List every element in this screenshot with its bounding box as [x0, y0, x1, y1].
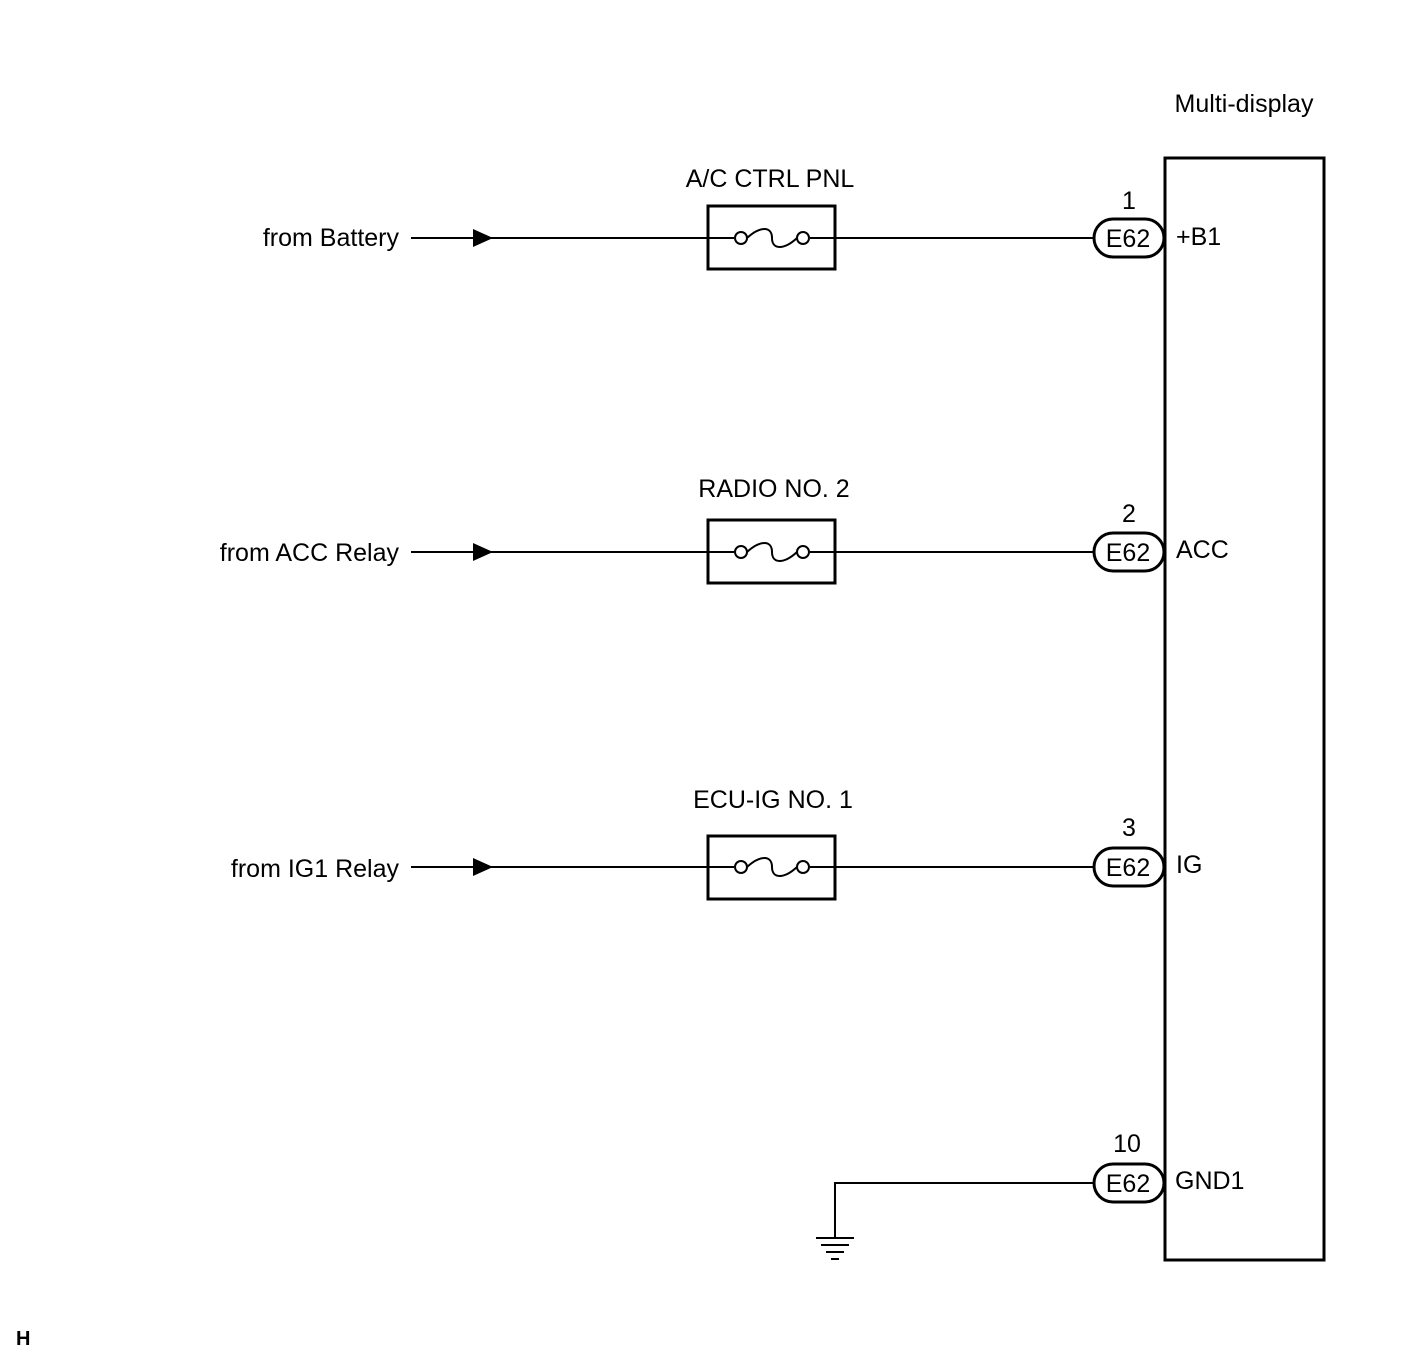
ground-icon [816, 1237, 854, 1260]
fuse-label: A/C CTRL PNL [686, 165, 855, 193]
source-label: from ACC Relay [220, 539, 400, 567]
corner-mark: H [16, 1328, 30, 1350]
module-box [1163, 156, 1326, 1262]
arrow-icon [473, 229, 493, 247]
fuse-label: RADIO NO. 2 [698, 475, 849, 503]
ground-circuit: 10 E62 GND1 [816, 1130, 1244, 1260]
pin-number: 2 [1122, 500, 1136, 528]
fuse-label: ECU-IG NO. 1 [693, 786, 853, 814]
pin-number: 3 [1122, 814, 1136, 842]
pin-number: 10 [1113, 1130, 1141, 1158]
terminal-label: +B1 [1176, 223, 1221, 251]
circuit-2: from ACC Relay RADIO NO. 2 2 E62 ACC [220, 475, 1229, 585]
connector-label: E62 [1106, 854, 1150, 882]
fuse-icon [706, 834, 837, 901]
connector-icon: E62 [1092, 217, 1166, 259]
terminal-label: GND1 [1175, 1167, 1244, 1195]
circuit-1: from Battery A/C CTRL PNL 1 E62 +B1 [263, 165, 1221, 271]
terminal-label: ACC [1176, 536, 1229, 564]
fuse-icon [706, 518, 837, 585]
pin-number: 1 [1122, 187, 1136, 215]
arrow-icon [473, 858, 493, 876]
ground-wire [834, 1182, 1094, 1238]
connector-icon: E62 [1092, 846, 1166, 888]
circuit-3: from IG1 Relay ECU-IG NO. 1 3 E62 IG [231, 786, 1202, 901]
connector-icon: E62 [1092, 1162, 1166, 1204]
source-label: from Battery [263, 224, 400, 252]
terminal-label: IG [1176, 851, 1202, 879]
connector-icon: E62 [1092, 531, 1166, 573]
connector-label: E62 [1106, 1170, 1150, 1198]
source-label: from IG1 Relay [231, 855, 400, 883]
connector-label: E62 [1106, 225, 1150, 253]
fuse-icon [706, 204, 837, 271]
arrow-icon [473, 543, 493, 561]
connector-label: E62 [1106, 539, 1150, 567]
module-title: Multi-display [1175, 90, 1314, 118]
